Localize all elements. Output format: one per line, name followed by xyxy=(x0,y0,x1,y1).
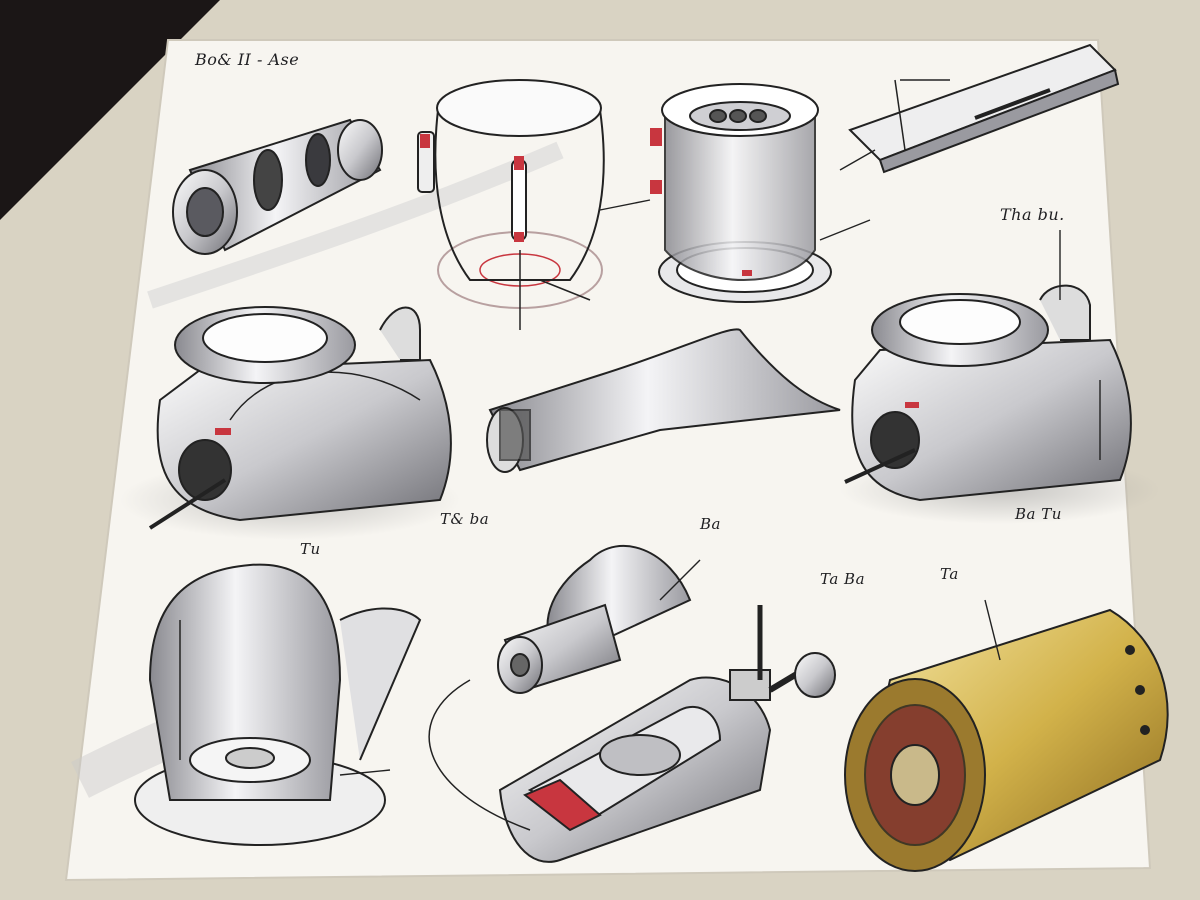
annotation-2: T& ba xyxy=(440,510,490,528)
annotation-1: Tha bu. xyxy=(1000,205,1065,224)
rail-plate-sketch xyxy=(848,43,1120,174)
drum-roller-sketch xyxy=(172,118,383,255)
handheld-device-sketch xyxy=(428,605,836,863)
annotation-7: Ta xyxy=(940,565,959,583)
annotation-6: Ta Ba xyxy=(820,570,866,588)
annotation-5: Ba Tu xyxy=(1015,505,1062,523)
small-cylinder-sketch xyxy=(497,544,692,694)
header-note: Bo& II - Ase xyxy=(195,50,300,69)
annotation-4: Tu xyxy=(300,540,321,558)
dome-base-right-sketch xyxy=(840,284,1160,524)
nozzle-tube-sketch xyxy=(486,328,841,473)
kettle-sketch xyxy=(134,563,422,846)
annotation-3: Ba xyxy=(700,515,721,533)
lidded-canister-sketch xyxy=(650,83,832,303)
annotation-leader-lines xyxy=(339,149,1101,776)
dome-base-left-sketch xyxy=(120,306,460,540)
brass-cylinder-sketch xyxy=(844,608,1169,872)
glass-cup-sketch xyxy=(417,79,605,330)
